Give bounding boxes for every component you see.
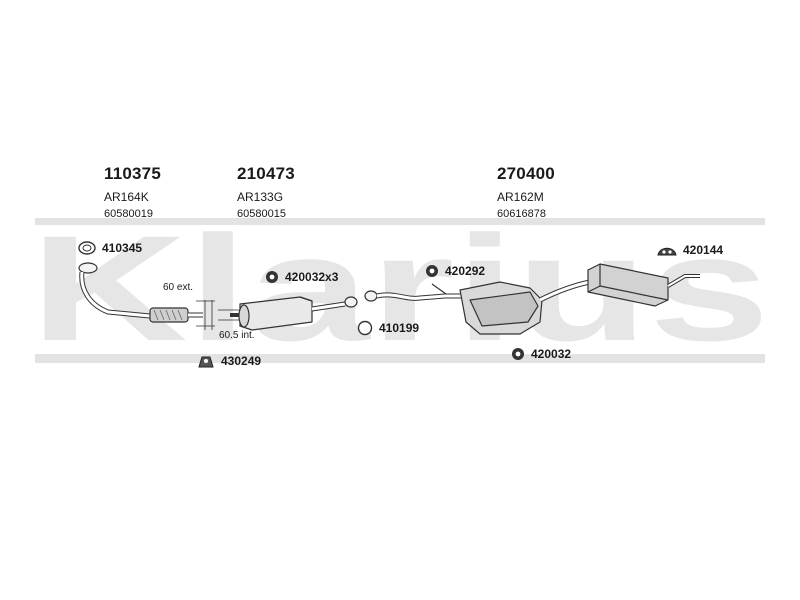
callout-label: 410345 [102,241,143,255]
part-oe-number: 60580019 [104,208,153,220]
callout-rubber-mount: 420144 [657,243,723,257]
callout-gasket-front: 410345 [78,240,142,256]
clamp-icon [511,347,525,361]
callout-label: 430249 [221,354,262,368]
front-pipe-drawing [78,262,203,323]
watermark-stripe-top [35,218,765,225]
callout-label: 420032x3 [285,270,339,284]
part-number: 110375 [104,164,161,183]
callout-label: 420032 [531,347,572,361]
part-oe-number: 60580015 [237,208,286,220]
dimension-external: 60 ext. [163,282,194,293]
part-number: 210473 [237,164,295,183]
rear-section-drawing [364,263,700,335]
callout-clamp-mid: 420032 [511,347,571,361]
middle-silencer-drawing [230,296,358,331]
ring-icon [357,320,373,336]
part-header-rear-silencer: 270400 AR162M 60616878 [497,164,555,220]
gasket-icon [78,240,96,256]
part-header-middle-silencer: 210473 AR133G 60580015 [237,164,295,220]
joint-dimension-lines [196,300,240,330]
callout-sealing-ring: 410199 [357,320,419,336]
part-code: AR164K [104,190,149,204]
callout-label: 420292 [445,264,486,278]
callout-clamp-rear: 420292 [425,264,485,278]
part-header-front-pipe: 110375 AR164K 60580019 [104,164,161,220]
callout-label: 420144 [683,243,724,257]
part-oe-number: 60616878 [497,208,546,220]
bracket-icon [197,353,215,369]
callout-clamp-set: 420032x3 [265,270,338,284]
part-code: AR162M [497,190,544,204]
part-code: AR133G [237,190,284,204]
watermark-stripe-bottom [35,354,765,363]
clamp-icon [425,264,439,278]
callout-bracket-front: 430249 [197,353,261,369]
dimension-internal: 60.5 int. [219,330,255,341]
callout-label: 410199 [379,321,420,335]
rubber-mount-icon [657,243,677,257]
part-number: 270400 [497,164,555,183]
clamp-icon [265,270,279,284]
